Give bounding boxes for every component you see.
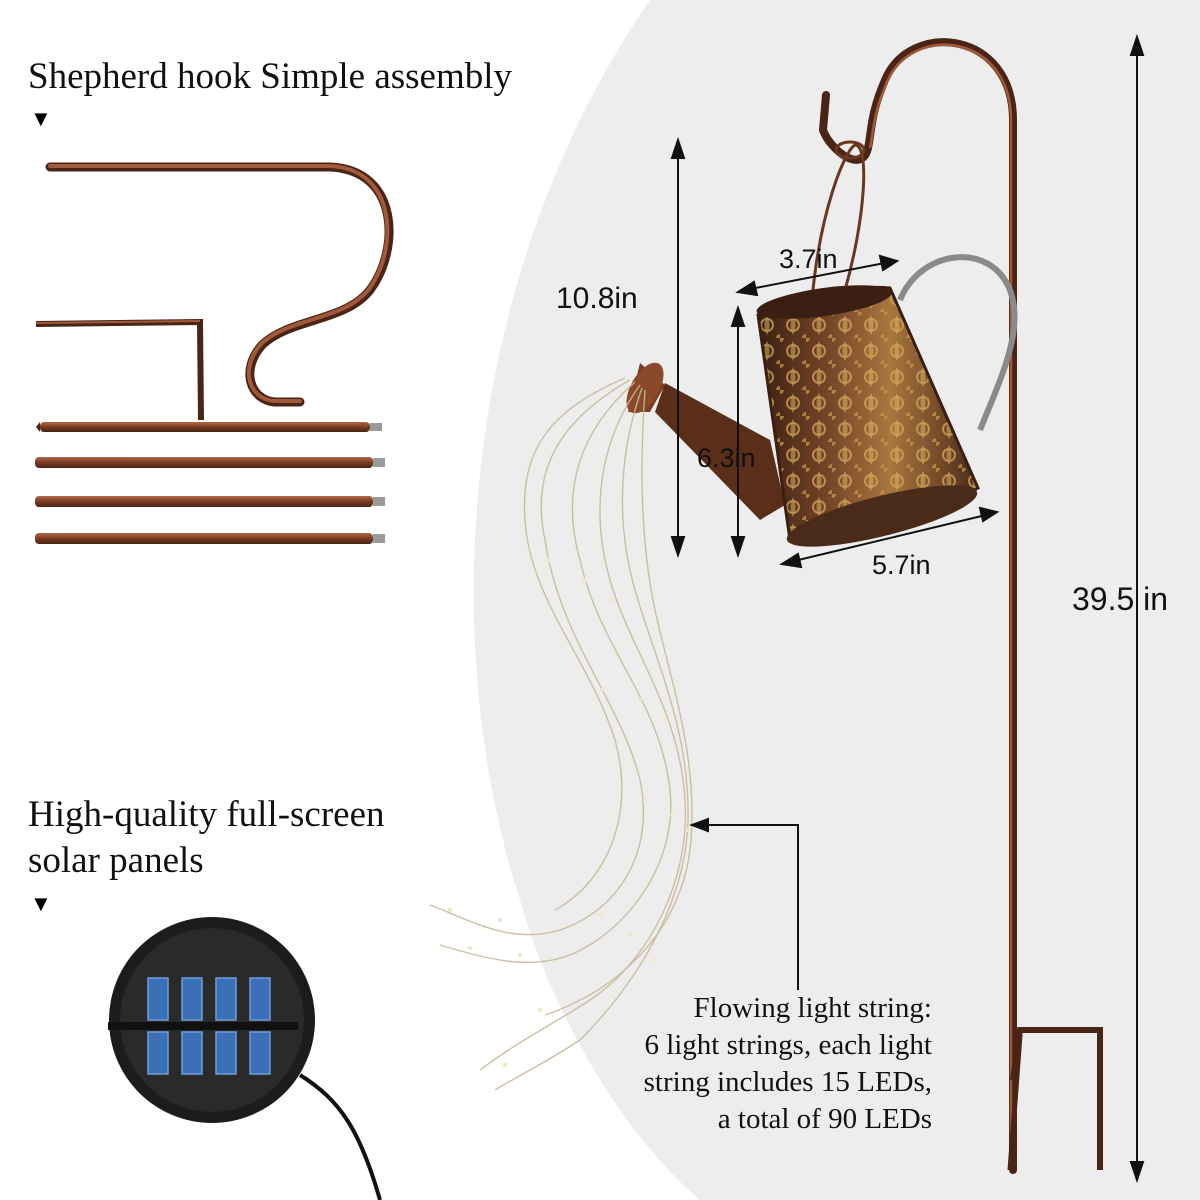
light-strings	[429, 377, 693, 1091]
watering-can	[626, 140, 1018, 547]
assembly-heading: Shepherd hook Simple assembly	[28, 56, 513, 97]
description-line1: Flowing light string:	[693, 992, 932, 1024]
down-arrow-icon: ▼	[30, 891, 52, 916]
light-string-leds	[447, 557, 691, 1068]
solar-heading-line1: High-quality full-screen	[28, 794, 385, 835]
dimension-height-label: 10.8in	[556, 282, 638, 315]
hook-parts	[35, 162, 394, 544]
solar-panel-heading: High-quality full-screen solar panels	[28, 792, 385, 884]
solar-heading-line2: solar panels	[28, 840, 204, 881]
dimension-lines	[670, 33, 1145, 1184]
description-line2: 6 light strings, each light	[644, 1029, 932, 1061]
down-arrow-icon: ▼	[30, 106, 52, 131]
description-line4: a total of 90 LEDs	[717, 1103, 932, 1135]
light-string-description: Flowing light string: 6 light strings, e…	[560, 990, 932, 1138]
description-line3: string includes 15 LEDs,	[643, 1066, 932, 1098]
dimension-inner-height-label: 6.3in	[697, 443, 756, 473]
dimension-bottom-width-label: 5.7in	[872, 550, 931, 580]
dimension-top-width-label: 3.7in	[779, 244, 838, 274]
dimension-total-height-label: 39.5 in	[1072, 581, 1169, 617]
solar-panel	[108, 917, 382, 1200]
